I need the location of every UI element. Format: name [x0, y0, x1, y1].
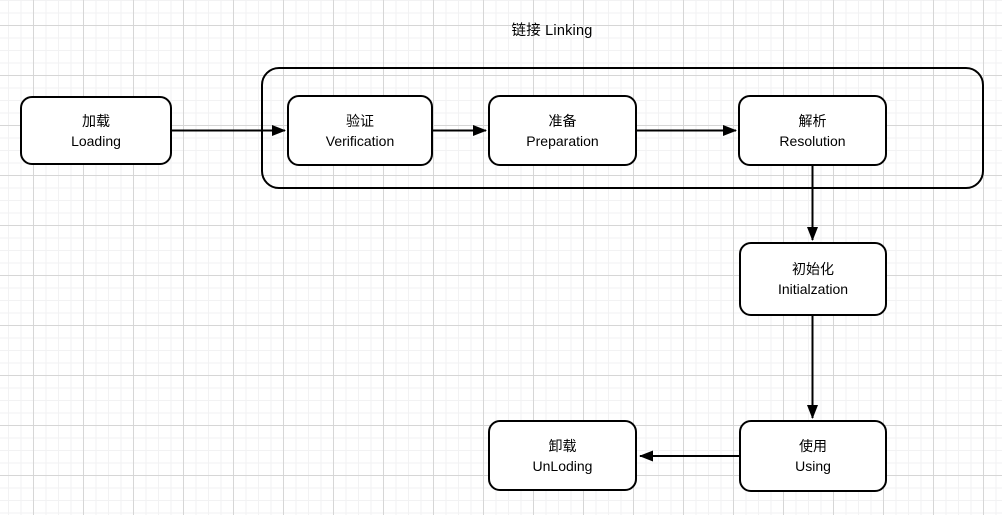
node-using[interactable]: 使用 Using [739, 420, 887, 492]
node-verification-label-en: Verification [325, 132, 395, 149]
node-using-label-zh: 使用 [799, 438, 827, 454]
node-unloding-label-en: UnLoding [532, 457, 593, 474]
node-initialization-label-zh: 初始化 [792, 261, 834, 277]
node-preparation-label-en: Preparation [526, 132, 599, 149]
node-initialization-label-en: Initialzation [777, 281, 849, 297]
node-loading[interactable]: 加载 Loading [20, 96, 172, 165]
node-initialization[interactable]: 初始化 Initialzation [739, 242, 887, 316]
node-preparation-label-zh: 准备 [548, 112, 577, 129]
node-using-label-en: Using [795, 458, 831, 474]
node-unloding-label-zh: 卸载 [548, 437, 577, 454]
node-verification-label-zh: 验证 [346, 112, 374, 129]
node-preparation[interactable]: 准备 Preparation [488, 95, 637, 166]
node-resolution[interactable]: 解析 Resolution [738, 95, 887, 166]
node-resolution-label-en: Resolution [779, 132, 846, 149]
node-loading-label-zh: 加载 [82, 112, 110, 129]
node-unloding[interactable]: 卸载 UnLoding [488, 420, 637, 491]
node-verification[interactable]: 验证 Verification [287, 95, 433, 166]
diagram-title: 链接 Linking [511, 23, 593, 39]
node-resolution-label-zh: 解析 [798, 112, 827, 129]
linking-group-container[interactable] [261, 67, 984, 189]
node-loading-label-en: Loading [71, 132, 121, 149]
